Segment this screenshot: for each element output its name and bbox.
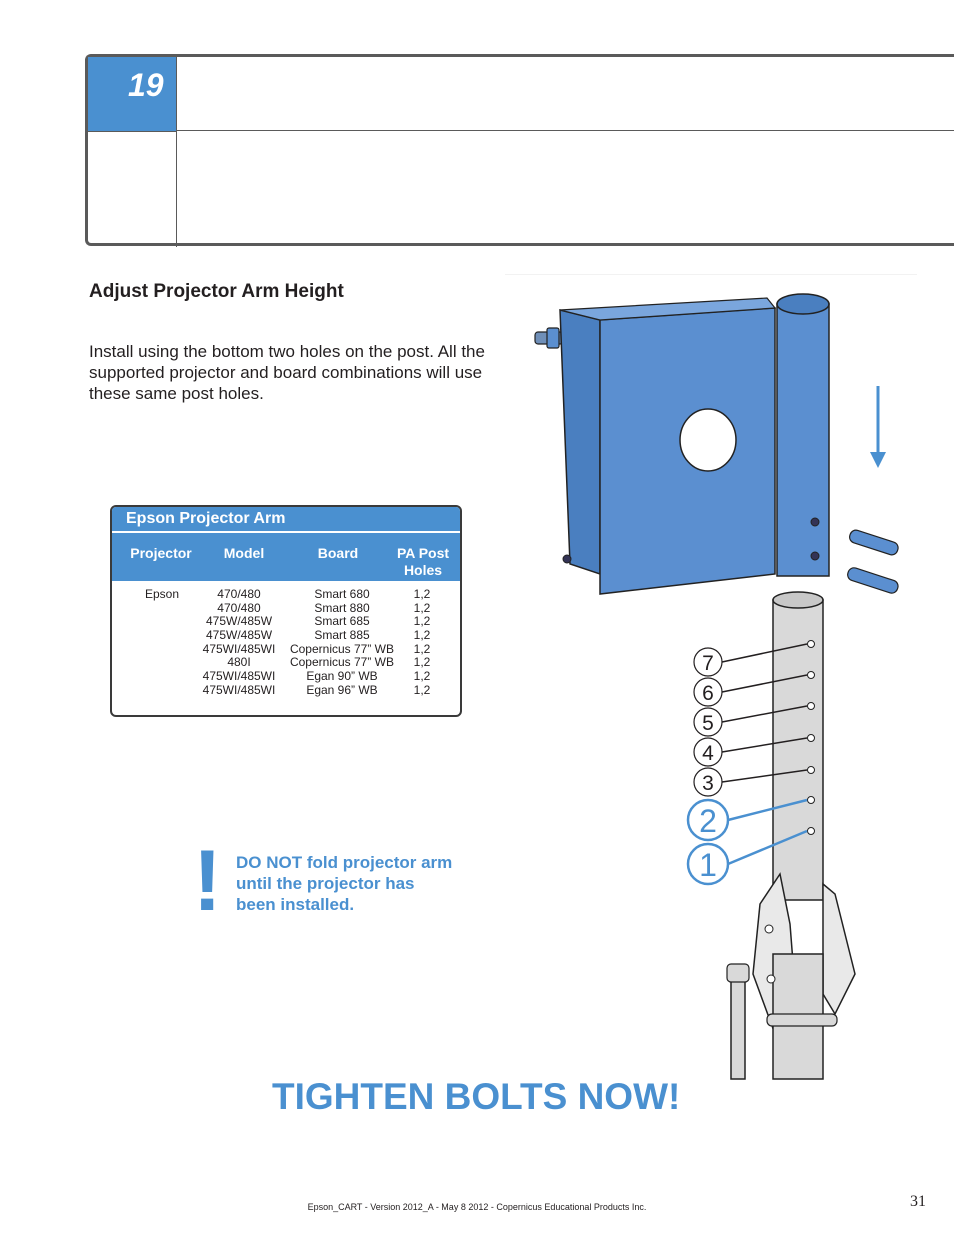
table-row: 475W/485W Smart 885 1,2 [112,628,460,642]
hole-label-4: 4 [702,742,714,765]
cell-board: Smart 680 [314,587,370,601]
cell-holes: 1,2 [413,587,431,601]
hole-label-2: 2 [699,803,717,839]
section-title: Adjust Projector Arm Height [89,281,344,302]
instructions-text: Install using the bottom two holes on th… [89,342,485,403]
cell-holes: 1,2 [413,614,431,629]
hole-label-7: 7 [702,652,714,675]
cell-model: 475W/485W [205,628,273,643]
hole-label-1: 1 [699,847,717,883]
warning-text: DO NOT fold projector arm until the proj… [236,853,453,914]
bracket-bolt-icon [534,327,564,349]
hole-label-6: 6 [702,682,714,705]
cell-model: 475WI/485WI [202,641,276,656]
step-number: 19 [128,67,164,103]
cell-model: 475WI/485WI [202,669,276,684]
warning-exclamation-icon: ! [193,833,222,929]
table-row: 475W/485W Smart 685 1,2 [112,614,460,628]
footer-text: Epson_CART - Version 2012_A - May 8 2012… [307,1202,647,1212]
cell-holes: 1,2 [413,655,431,670]
cell-model: 480I [227,655,251,670]
down-arrow-icon [870,386,886,468]
tighten-bolts-heading: TIGHTEN BOLTS NOW! [272,1076,681,1117]
post-icon [772,591,824,901]
cell-holes: 1,2 [413,682,431,697]
cell-board: Copernicus 77” WB [289,655,395,670]
header-divider-left [88,131,176,132]
table-row: 480I Copernicus 77” WB 1,2 [112,655,460,669]
step-number-cell: 19 [88,57,176,131]
cell-projector: Epson [144,587,180,601]
cell-model: 475W/485W [205,614,273,629]
cell-board: Smart 885 [314,628,370,643]
page-number: 31 [910,1193,926,1210]
cell-board: Copernicus 77” WB [289,641,395,656]
projector-arm-post-illustration: 7 6 5 4 3 2 1 [505,274,917,1080]
bracket-icon [559,293,830,595]
cell-model: 470/480 [217,587,261,601]
cell-board: Egan 90” WB [306,669,378,684]
cell-model: 475WI/485WI [202,682,276,697]
header-board: Board [317,545,359,561]
pin-icon [849,529,899,556]
cell-board: Smart 880 [314,600,370,615]
table-row: 475WI/485WI Copernicus 77” WB 1,2 [112,642,460,656]
hole-label-3: 3 [702,772,714,795]
table-row: 475WI/485WI Egan 96” WB 1,2 [112,683,460,697]
table-body: Epson 470/480 Smart 680 1,2 470/480 Smar… [112,587,460,697]
header-divider-vertical [176,57,177,247]
table-title: Epson Projector Arm [112,507,460,531]
clamp-assembly-icon [726,872,856,1080]
cell-holes: 1,2 [413,628,431,643]
cell-board: Smart 685 [314,614,370,629]
cell-model: 470/480 [217,600,261,615]
header-divider-horizontal [176,130,954,131]
cell-holes: 1,2 [413,600,431,615]
table-row: 475WI/485WI Egan 90” WB 1,2 [112,669,460,683]
table-row: 470/480 Smart 880 1,2 [112,601,460,615]
header-pa-post-holes: PA Post Holes [396,545,450,578]
hole-label-5: 5 [702,712,714,735]
step-header-box: 19 [85,54,954,247]
table-header-row: Projector Model Board PA Post Holes [112,533,460,581]
table-row: Epson 470/480 Smart 680 1,2 [112,587,460,601]
header-model: Model [223,545,265,561]
projector-arm-table: Epson Projector Arm Projector Model Boar… [110,505,462,717]
header-projector: Projector [130,545,192,561]
cell-holes: 1,2 [413,669,431,684]
hole-callouts: 7 6 5 4 3 2 1 [686,643,808,886]
cell-board: Egan 96” WB [306,682,378,697]
pin-icon [847,567,899,594]
cell-holes: 1,2 [413,641,431,656]
